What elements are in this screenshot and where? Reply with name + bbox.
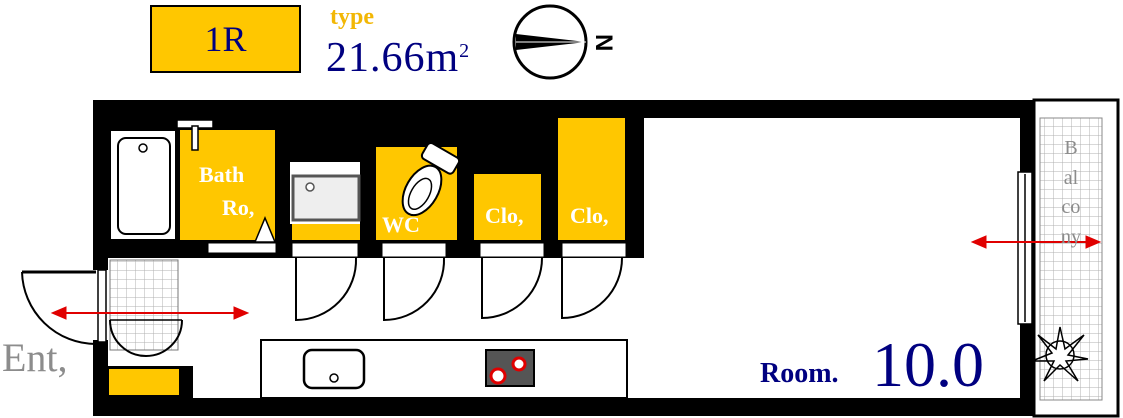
floor-area-unit: m <box>425 35 460 81</box>
bathtub <box>109 129 177 241</box>
closet-1 <box>474 174 541 240</box>
wc-label: WC <box>382 212 420 237</box>
balcony-label: Balcony <box>1061 137 1081 248</box>
balcony <box>1032 98 1120 418</box>
shoe-closet <box>107 367 181 397</box>
wash-counter <box>292 224 360 240</box>
closet-2-label: Clo, <box>570 203 609 228</box>
corridor-doors[interactable] <box>291 242 627 322</box>
room-label: Room. <box>760 358 839 389</box>
entrance-label: Ent, <box>2 335 68 380</box>
kitchen-counter <box>260 339 628 399</box>
floor-area: 21.66m2 <box>326 34 470 82</box>
closet-2 <box>558 118 625 240</box>
entrance-tile-floor <box>109 259 179 351</box>
shower-faucet <box>176 119 214 151</box>
closet-1-label: Clo, <box>485 203 524 228</box>
bath-label-line1: Bath <box>199 162 245 187</box>
washbasin <box>291 174 361 222</box>
floor-area-unit-sup: 2 <box>459 40 471 62</box>
bath-door-swing <box>253 216 277 243</box>
toilet <box>401 142 461 217</box>
unit-type-badge: 1R <box>150 5 301 73</box>
entry-arrow <box>50 306 250 320</box>
balcony-arrow <box>970 235 1102 249</box>
compass-icon <box>512 4 588 80</box>
ac-outdoor-unit-icon <box>1031 326 1089 382</box>
room-size: 10.0 <box>872 329 984 400</box>
type-label: type <box>330 4 374 30</box>
bath-label-line2: Ro, <box>222 195 255 220</box>
entrance-door[interactable] <box>21 269 107 345</box>
floor-area-value: 21.66 <box>326 35 426 81</box>
entry-double-door[interactable] <box>109 319 183 357</box>
compass-north-label: N <box>590 34 617 51</box>
balcony-window <box>1017 171 1033 325</box>
